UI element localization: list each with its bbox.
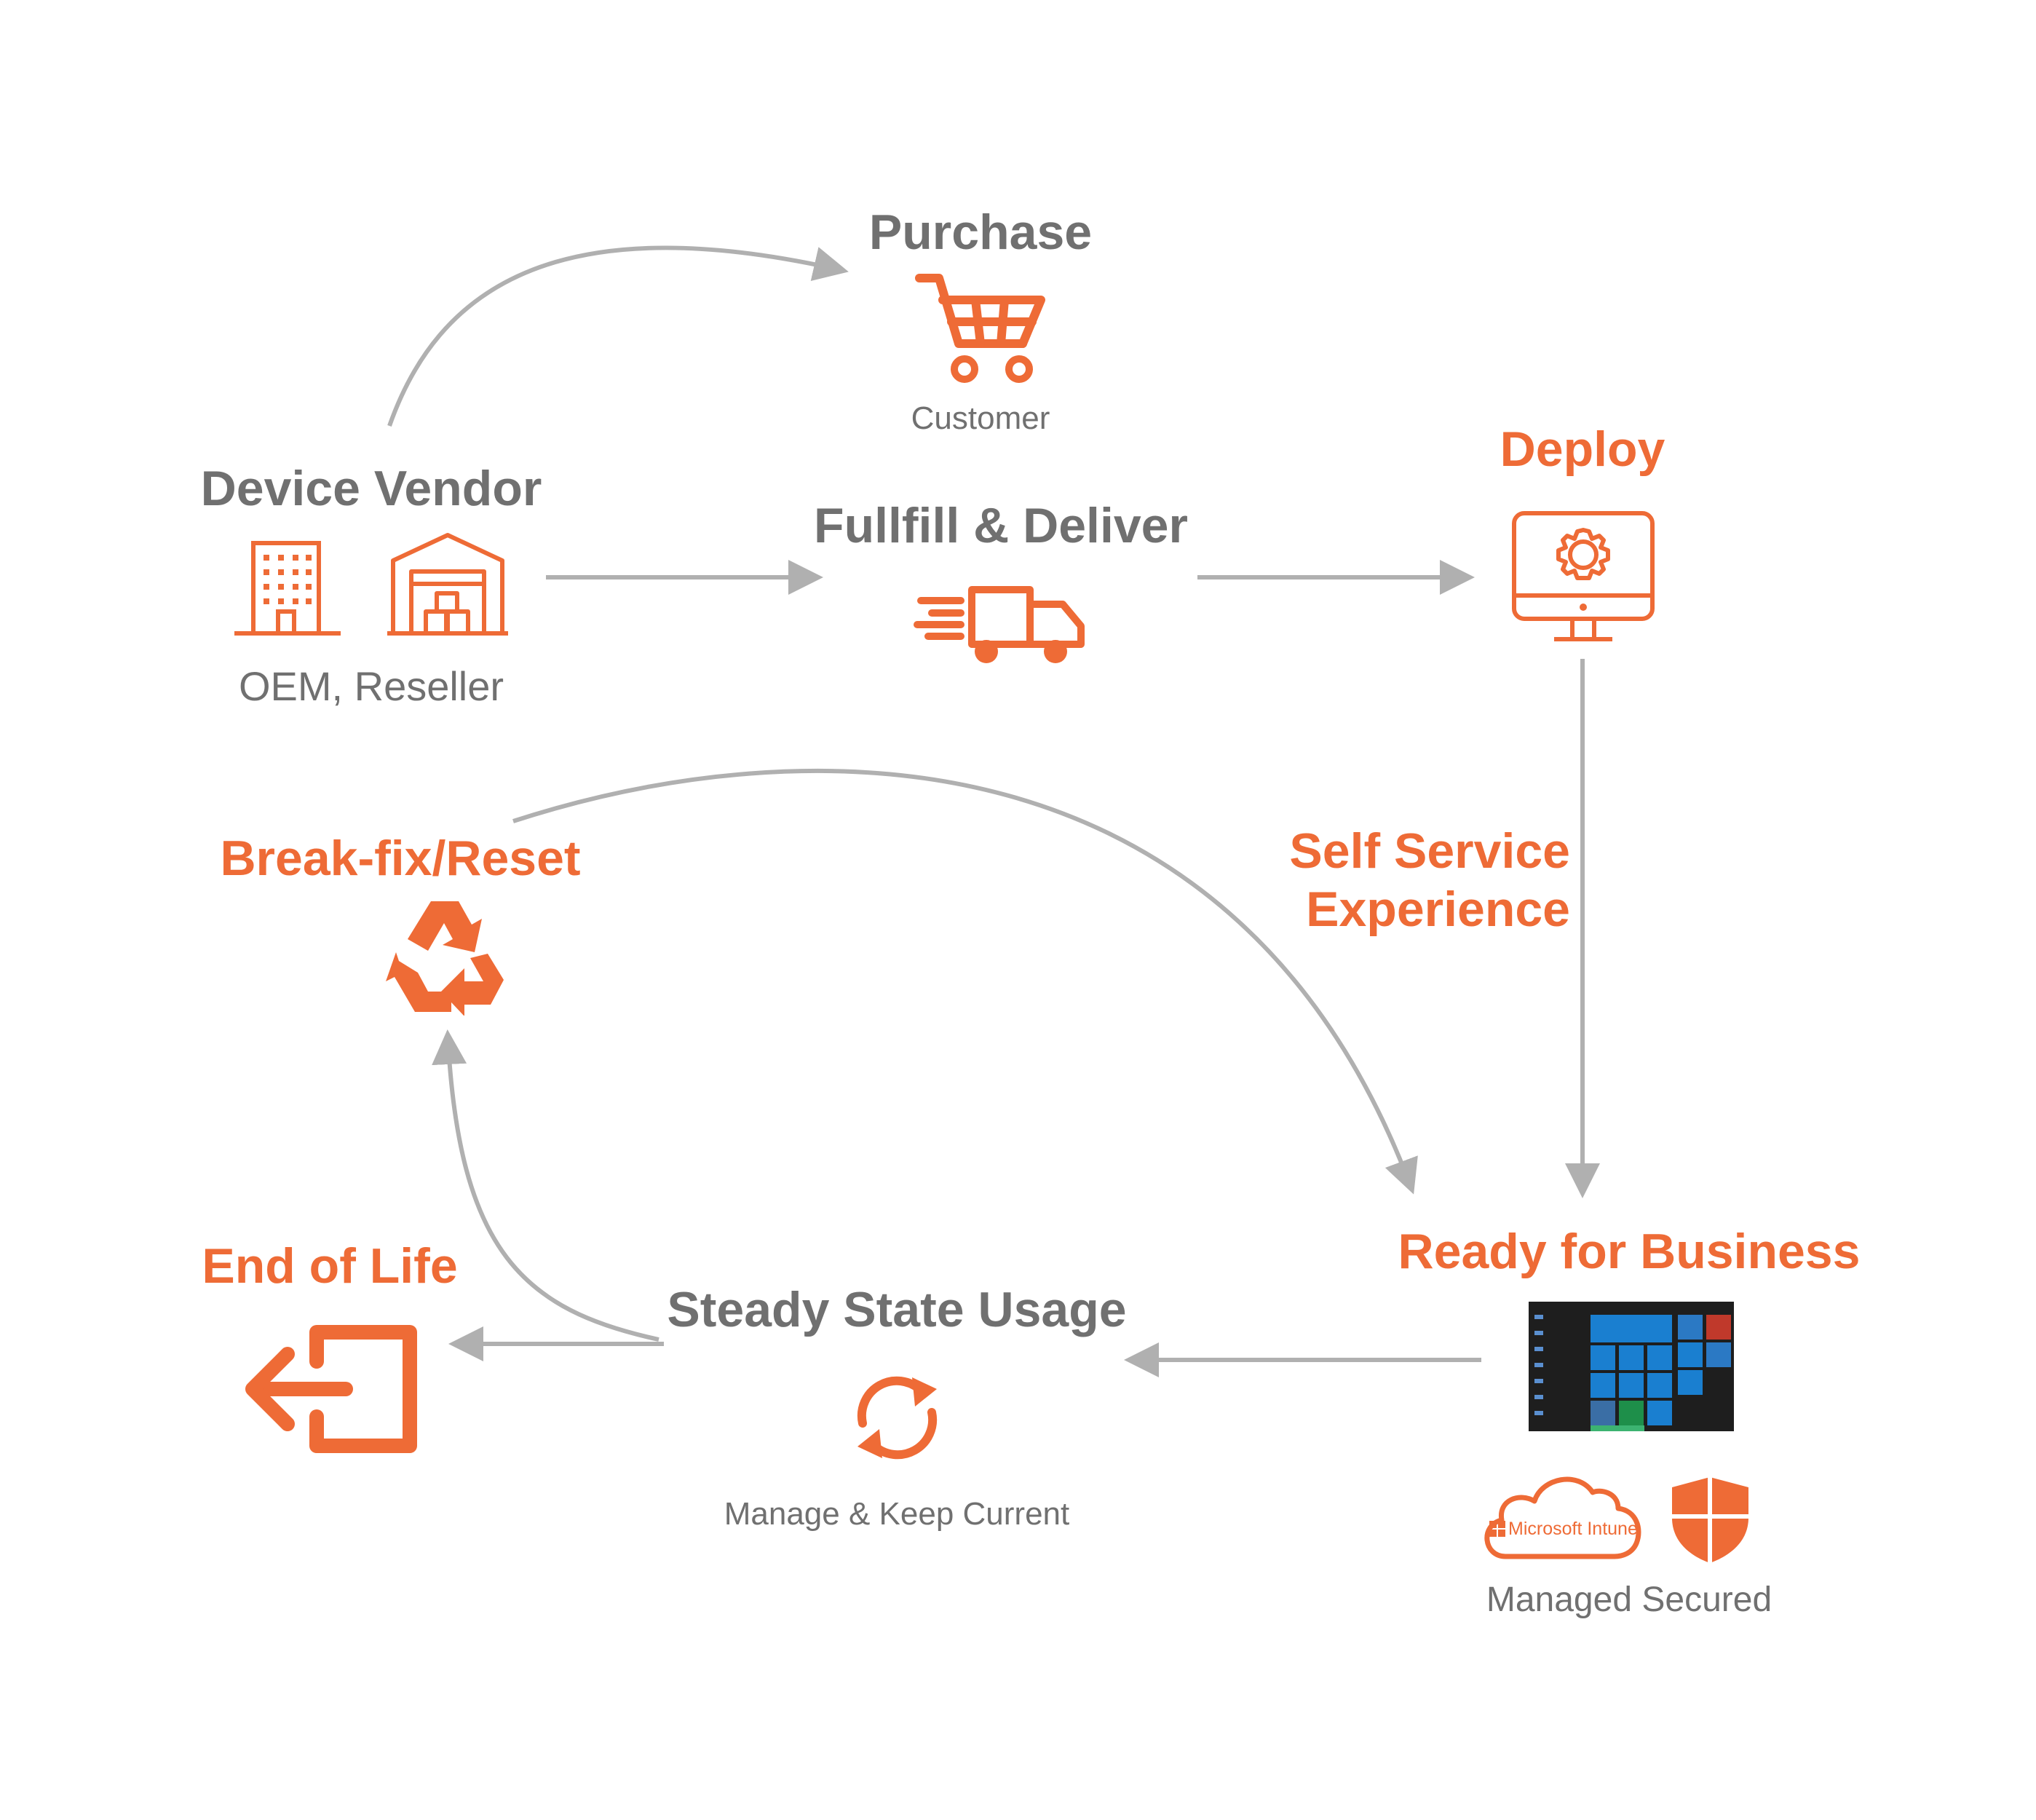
self-service-line1: Self Service — [1289, 823, 1570, 879]
cloud-icon — [1484, 1476, 1641, 1559]
deploy-title: Deploy — [1500, 422, 1665, 477]
break-fix-title: Break-fix/Reset — [220, 831, 581, 886]
intune-label: Microsoft Intune — [1508, 1519, 1638, 1539]
arrow-vendor-to-purchase — [387, 245, 849, 427]
steady-title: Steady State Usage — [667, 1282, 1127, 1337]
shopping-cart-icon — [915, 274, 1045, 383]
arrow-steady-to-breakfix — [432, 1029, 659, 1342]
device-vendor-title: Device Vendor — [200, 461, 542, 516]
steady-subtitle: Manage & Keep Current — [724, 1496, 1070, 1532]
shield-icon — [1672, 1477, 1748, 1563]
exit-icon — [245, 1325, 417, 1453]
sync-icon — [857, 1376, 938, 1460]
office-building-icon — [234, 541, 341, 636]
device-vendor-subtitle: OEM, Reseller — [238, 663, 504, 709]
purchase-subtitle: Customer — [911, 400, 1050, 436]
arrow-breakfix-to-ready — [512, 768, 1418, 1195]
ready-title: Ready for Business — [1398, 1224, 1861, 1279]
purchase-title: Purchase — [868, 205, 1093, 260]
eol-title: End of Life — [202, 1238, 458, 1294]
recycle-icon — [386, 901, 504, 1016]
self-service-line2: Experience — [1306, 882, 1570, 937]
warehouse-icon — [387, 533, 508, 636]
windows-start-screen-icon — [1529, 1302, 1734, 1431]
ready-subtitle: Managed Secured — [1486, 1580, 1772, 1619]
fulfill-title: Fullfill & Deliver — [814, 498, 1188, 553]
monitor-gear-icon — [1512, 511, 1655, 641]
delivery-truck-icon — [914, 586, 1085, 663]
